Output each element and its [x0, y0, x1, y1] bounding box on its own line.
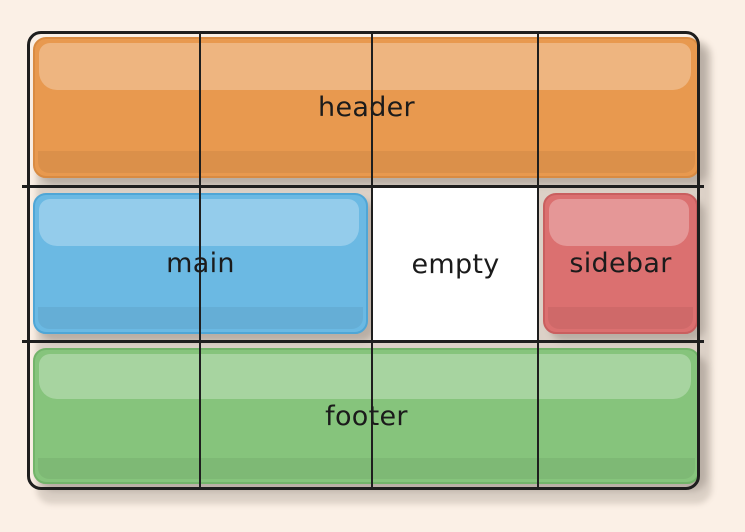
grid-outer-frame [27, 31, 700, 490]
grid-line-vertical-1 [199, 33, 202, 488]
grid-line-vertical-2 [371, 33, 374, 488]
header-label: header [318, 92, 415, 123]
grid-line-horizontal-2 [22, 340, 704, 344]
grid-region-empty[interactable]: empty [372, 188, 539, 341]
sidebar-label: sidebar [569, 248, 672, 279]
empty-label: empty [411, 249, 500, 280]
footer-label: footer [325, 400, 408, 432]
grid-line-horizontal-1 [22, 185, 704, 189]
main-label: main [166, 248, 235, 279]
grid-line-vertical-3 [537, 33, 540, 488]
